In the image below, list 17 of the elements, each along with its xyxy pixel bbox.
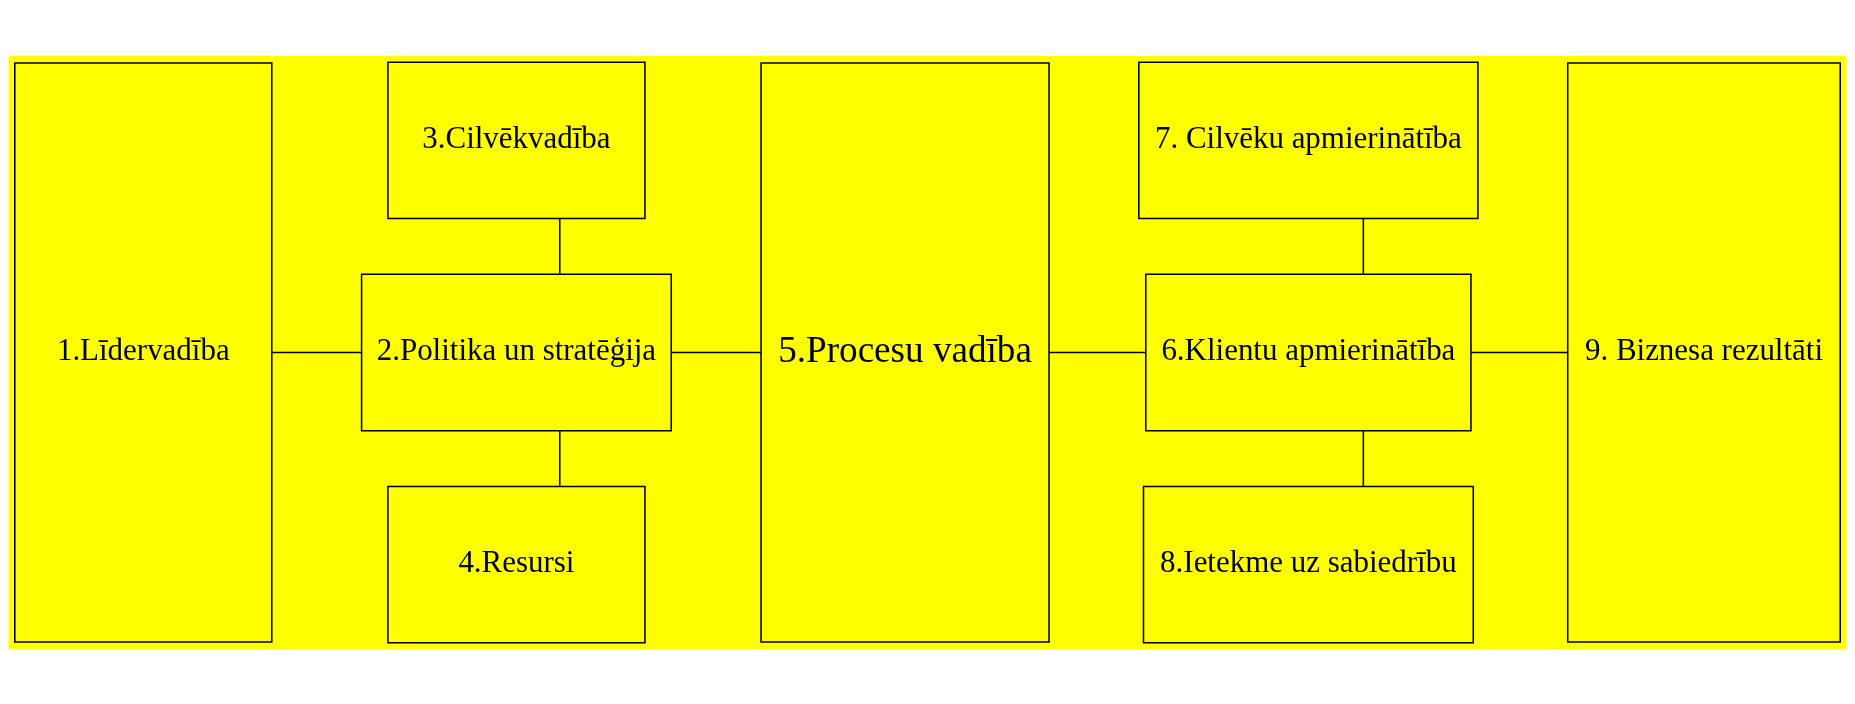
connector [1470, 351, 1568, 353]
connector [670, 351, 762, 353]
connector [1362, 429, 1365, 487]
connector [1362, 217, 1365, 274]
node-box: 9. Biznesa rezultāti [1566, 61, 1841, 643]
node-box: 2.Politika un stratēģija [360, 273, 673, 431]
node-box: 3.Cilvēkvadība [387, 60, 646, 219]
node-box: 4.Resursi [387, 485, 646, 644]
node-box: 5.Procesu vadība [760, 61, 1050, 643]
connector [559, 217, 561, 274]
node-box: 6.Klientu apmierinātība [1145, 273, 1472, 431]
node-box: 8.Ietekme uz sabiedrību [1142, 485, 1475, 644]
node-box: 1.Līdervadība [14, 61, 273, 643]
connector [1048, 351, 1147, 353]
connector [271, 351, 362, 353]
connector [559, 429, 561, 487]
node-box: 7. Cilvēku apmierinātība [1138, 60, 1479, 219]
